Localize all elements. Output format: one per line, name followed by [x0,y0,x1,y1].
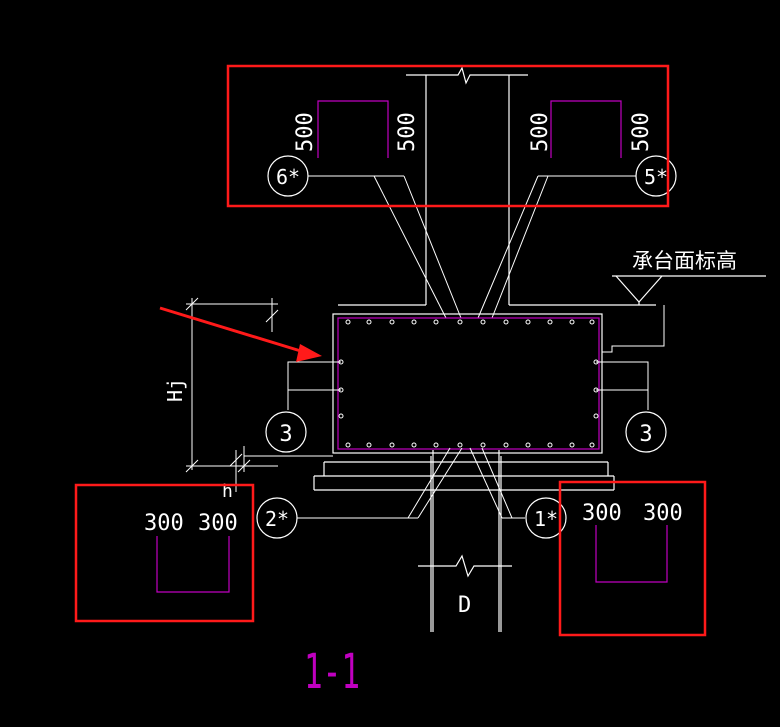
rebar-detail-1 [595,525,668,583]
side-rebar-left [287,361,341,410]
callout-rebar-3-right: 3 [625,411,667,453]
side-rebar-right [596,305,665,410]
leader-lines-top [308,175,636,319]
callout-rebar-3-left: 3 [265,411,307,453]
dim-300-bl-a: 300 [144,511,184,536]
callout-2-label: 2* [265,507,289,531]
dim-500-left-b: 500 [395,112,420,152]
dimension-hj-label: Hj [163,378,187,402]
highlight-box-top [226,64,670,208]
dim-300-br-b: 300 [643,501,683,526]
dim-500-right-a: 500 [528,112,553,152]
rebar-detail-6 [317,100,389,158]
callout-rebar-2: 2* [256,497,298,539]
pile-cap-rebar-cage [337,317,600,450]
dimension-hj [185,297,279,473]
callout-6-label: 6* [276,165,300,189]
rebar-detail-2 [156,536,230,593]
column-top [338,66,656,306]
callout-1-label: 1* [534,507,558,531]
section-title: 1-1 [304,644,360,700]
rebar-dots [338,319,599,448]
highlight-box-bottom-right [558,480,707,637]
pile-diameter-label: D [458,593,471,618]
callout-5-label: 5* [644,165,668,189]
dim-500-right-b: 500 [629,112,654,152]
dim-500-left-a: 500 [293,112,318,152]
dim-300-br-a: 300 [582,501,622,526]
dim-300-bl-b: 300 [198,511,238,536]
dimension-h-label: h [222,481,233,502]
highlight-box-bottom-left [74,483,255,623]
callout-3-right-label: 3 [639,422,652,447]
callout-rebar-1: 1* [525,497,567,539]
red-arrow-pointer [159,306,322,362]
cap-top-elevation-label: 承台面标高 [632,249,737,273]
pile-cap-outline [332,313,603,454]
leader-lines-bottom [297,447,525,519]
elevation-triangle-symbol [612,275,766,305]
pile [418,450,512,632]
rebar-detail-5 [550,100,622,158]
callout-3-left-label: 3 [279,422,292,447]
